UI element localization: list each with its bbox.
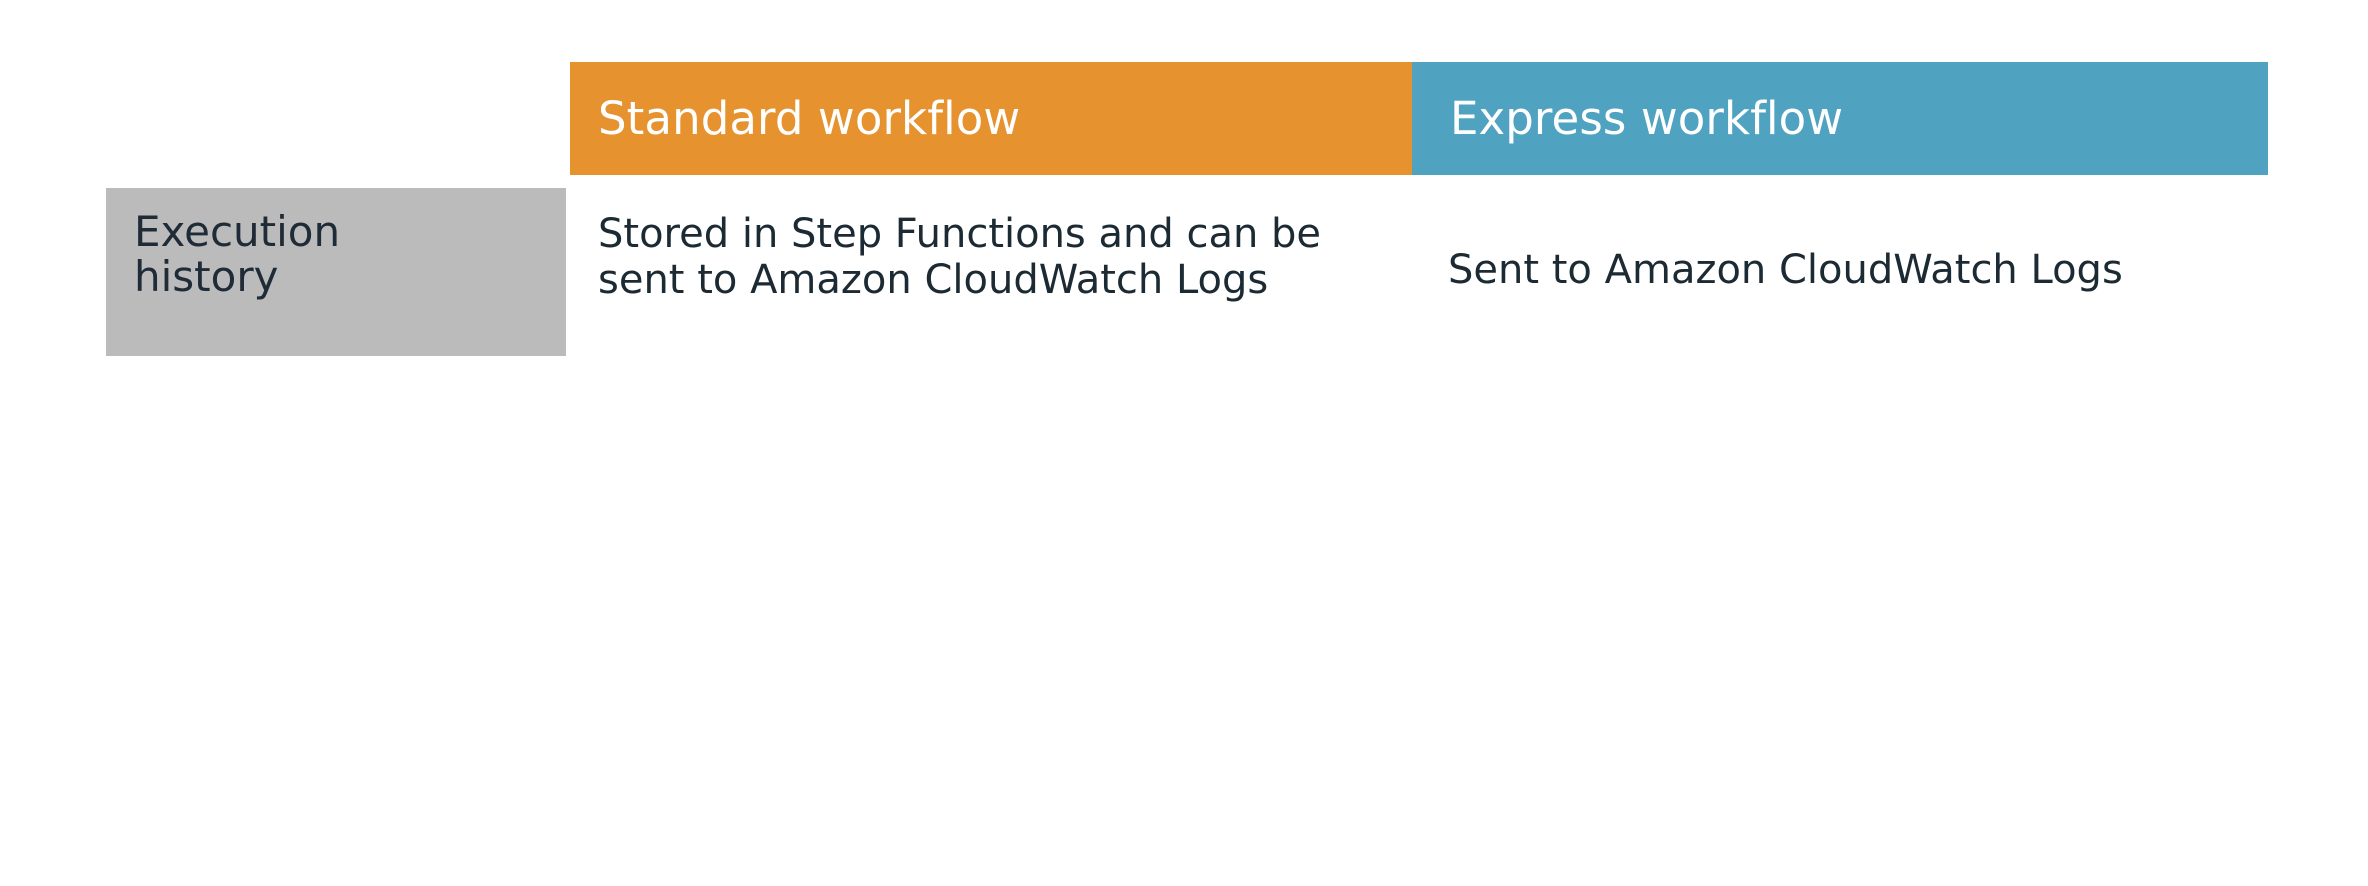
cell-execution-history-standard-line-1: Stored in Step Functions and can be [598,211,1322,257]
column-header-express-workflow: Express workflow [1412,62,2268,175]
cell-execution-history-express: Sent to Amazon CloudWatch Logs [1448,247,2248,294]
column-header-express-workflow-label: Express workflow [1450,92,1844,145]
row-label-execution-history: Execution history [106,188,566,356]
column-header-standard-workflow: Standard workflow [570,62,1412,175]
row-label-line-1: Execution [134,207,341,256]
cell-execution-history-standard-line-2: sent to Amazon CloudWatch Logs [598,256,1269,303]
row-label-line-2: history [134,251,279,301]
cell-execution-history-standard: Stored in Step Functions and can be sent… [598,211,1428,303]
column-header-standard-workflow-label: Standard workflow [598,92,1021,145]
cell-execution-history-express-line-1: Sent to Amazon CloudWatch Logs [1448,247,2123,293]
